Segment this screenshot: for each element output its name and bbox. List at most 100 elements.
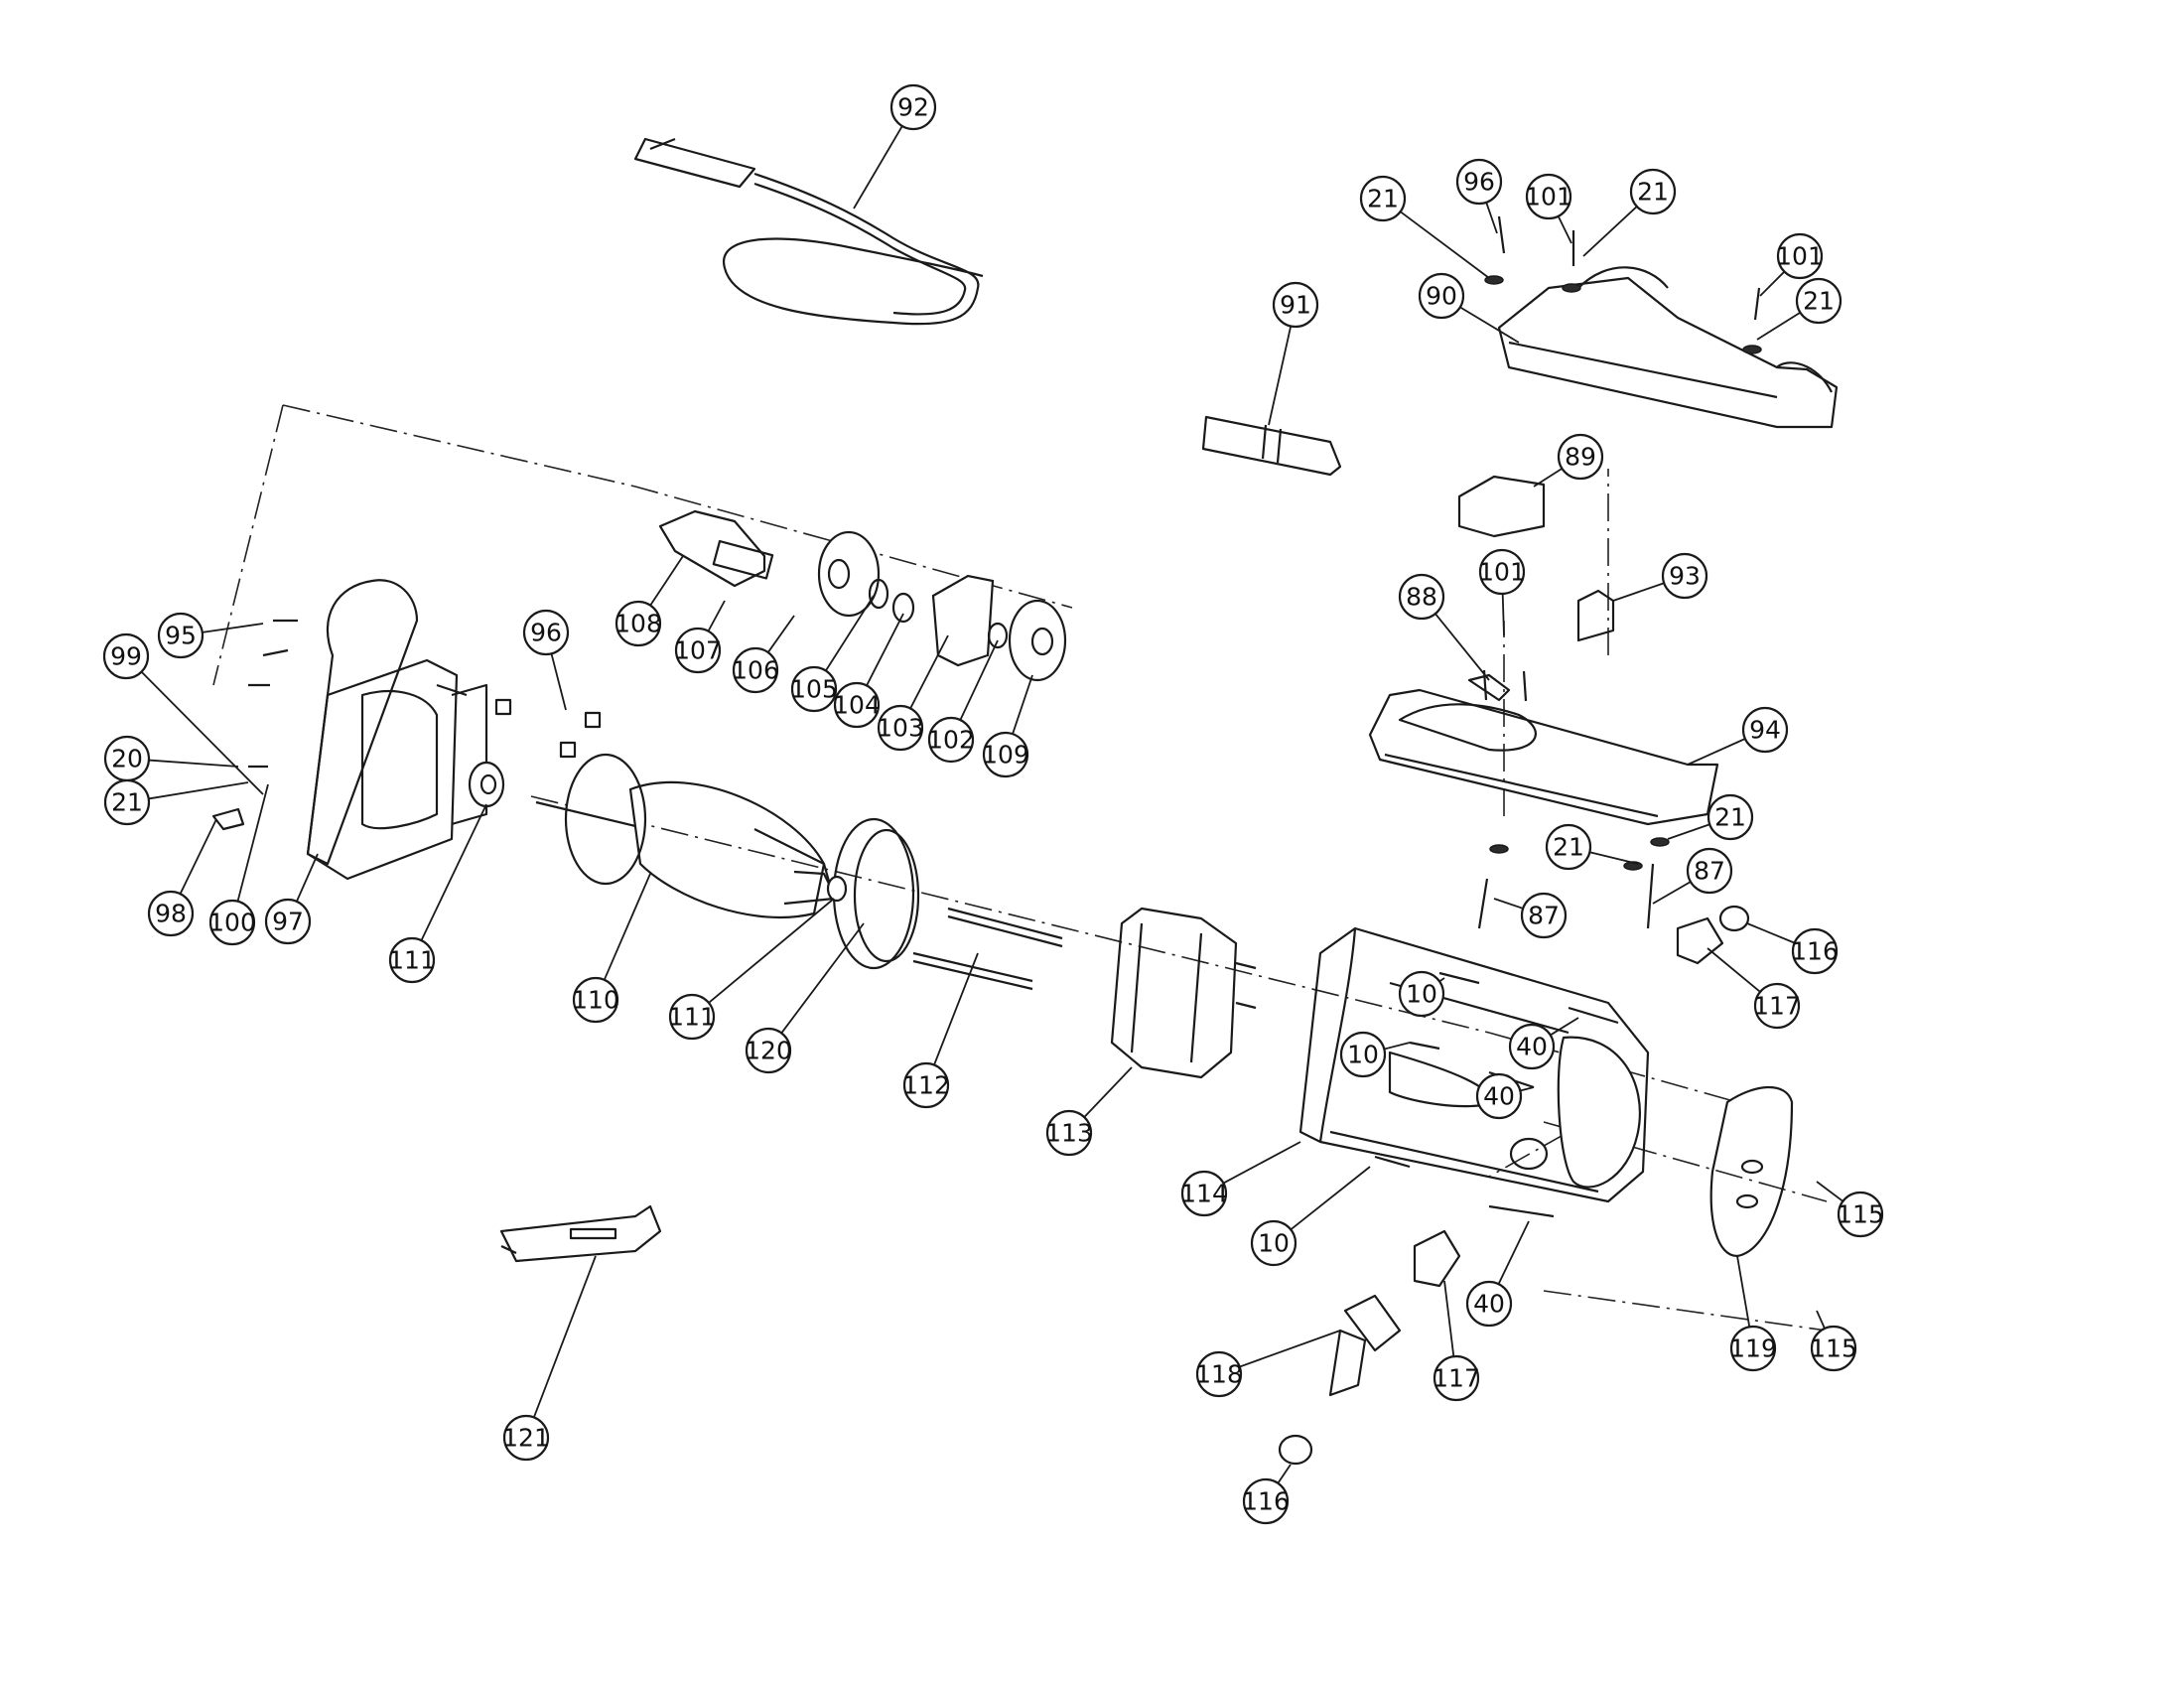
callout-label: 117 (1753, 992, 1801, 1021)
callout-circle (732, 646, 779, 694)
callout-circle (1545, 823, 1592, 871)
callout-label: 113 (1045, 1119, 1093, 1148)
callout-label: 99 (110, 642, 142, 671)
callout-108: 108 (614, 600, 662, 647)
callout-10: 10 (1250, 1219, 1297, 1267)
callout-111: 111 (668, 993, 716, 1041)
callout-104: 104 (833, 681, 881, 729)
callout-circle (103, 778, 151, 826)
callout-102: 102 (927, 716, 975, 764)
leader-line (148, 781, 249, 800)
callout-label: 90 (1426, 282, 1457, 311)
callout-circle (1418, 272, 1465, 320)
callout-96: 96 (1455, 158, 1503, 206)
leader-line (959, 639, 999, 721)
callout-circle (1741, 706, 1789, 754)
leader-line (1239, 1330, 1341, 1368)
callout-label: 10 (1258, 1229, 1290, 1258)
leader-line (1816, 1310, 1826, 1330)
callout-label: 116 (1791, 937, 1839, 966)
rear-housing-part (306, 579, 488, 881)
callout-circle (1729, 1325, 1777, 1372)
callout-label: 40 (1473, 1290, 1505, 1319)
leader-line (866, 613, 904, 686)
handle-base-part (1368, 673, 1719, 826)
callout-label: 118 (1195, 1360, 1243, 1389)
switch-block-part (1457, 475, 1615, 642)
leader-line (1667, 823, 1710, 840)
callout-circle (1475, 1072, 1523, 1120)
callout-21: 21 (1545, 823, 1592, 871)
callout-label: 91 (1280, 291, 1311, 320)
callout-circle (1795, 277, 1843, 325)
leader-line (1706, 947, 1761, 993)
callout-circle (790, 665, 838, 713)
callout-circle (1776, 232, 1824, 280)
callout-label: 114 (1180, 1180, 1228, 1208)
callout-circle (1180, 1170, 1228, 1217)
callout-88: 88 (1398, 573, 1445, 621)
callout-95: 95 (157, 612, 205, 659)
callout-117: 117 (1753, 982, 1801, 1030)
callout-label: 110 (572, 986, 619, 1015)
leader-line (1268, 326, 1293, 426)
callout-label: 21 (1553, 833, 1584, 862)
leader-line (708, 898, 835, 1004)
callout-label: 105 (790, 675, 838, 704)
callout-115: 115 (1837, 1191, 1884, 1238)
callout-label: 21 (1637, 178, 1669, 207)
callout-87: 87 (1520, 892, 1568, 939)
callout-105: 105 (790, 665, 838, 713)
cord-sleeve-part (1201, 415, 1342, 477)
callout-label: 21 (111, 788, 143, 817)
callout-label: 104 (833, 691, 881, 720)
callout-circle (1686, 847, 1733, 895)
housing-screws-part (1374, 971, 1619, 1218)
callout-117: 117 (1433, 1354, 1480, 1402)
handle-cover-part (1497, 266, 1839, 429)
callout-circle (1837, 1191, 1884, 1238)
callout-21: 21 (1706, 793, 1754, 841)
callout-98: 98 (147, 890, 195, 937)
callout-circle (1455, 158, 1503, 206)
leader-line (1277, 1464, 1292, 1484)
callout-circle (1045, 1109, 1093, 1157)
callout-label: 87 (1694, 857, 1725, 886)
leader-line (1083, 1066, 1133, 1118)
callout-101: 101 (1478, 548, 1526, 596)
leader-lines (140, 125, 1843, 1484)
callout-label: 112 (902, 1071, 950, 1100)
callout-label: 101 (1776, 242, 1824, 271)
callout-label: 10 (1406, 980, 1437, 1009)
armature-part (535, 753, 836, 919)
callout-label: 92 (897, 93, 929, 122)
tie-rod-part (912, 907, 1063, 991)
callout-label: 111 (668, 1003, 716, 1032)
callout-circle (502, 1414, 550, 1462)
callout-circle (388, 936, 436, 984)
power-cord-part (633, 137, 984, 326)
leader-line (1497, 1220, 1530, 1285)
callout-circle (1272, 281, 1319, 329)
callout-label: 21 (1367, 185, 1399, 213)
leader-line (1501, 593, 1505, 636)
leader-line (707, 600, 726, 632)
leader-line (649, 555, 684, 607)
callout-label: 120 (745, 1037, 792, 1065)
callout-40: 40 (1508, 1023, 1556, 1070)
callout-label: 108 (614, 610, 662, 638)
callout-circle (1629, 168, 1677, 215)
leader-line (236, 783, 269, 902)
callout-circle (1398, 970, 1445, 1018)
callout-label: 10 (1347, 1041, 1379, 1069)
callout-circle (1465, 1280, 1513, 1328)
leader-line (825, 595, 875, 671)
callout-circle (614, 600, 662, 647)
leader-line (1736, 1255, 1751, 1328)
fan-part (826, 817, 920, 970)
callout-circle (902, 1061, 950, 1109)
callout-circle (833, 681, 881, 729)
leader-line (140, 670, 264, 795)
leader-line (909, 634, 949, 709)
